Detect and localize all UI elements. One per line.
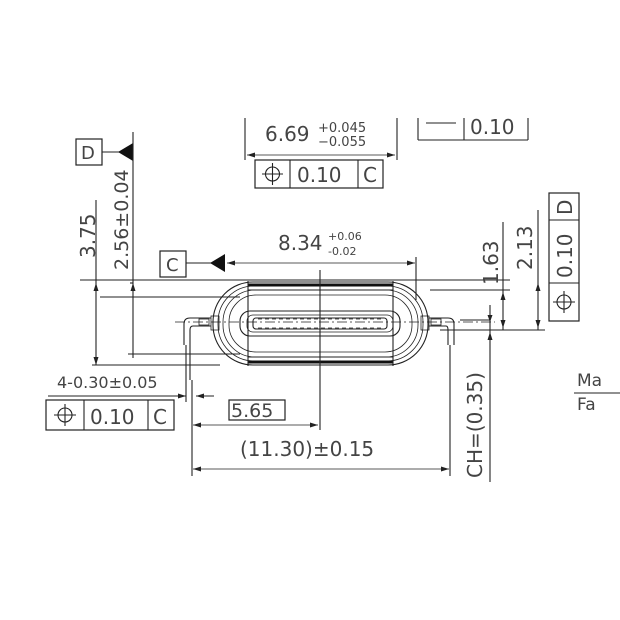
dim-6-69-lower: −0.055 [318,135,366,150]
dimension-5-65: 5.65 [193,399,318,428]
vertical-dimensions-right: 1.63 2.13 [430,210,545,331]
top-right-fcf-tolerance: 0.10 [470,115,515,139]
dim-8-34-base: 8.34 [278,231,323,255]
left-fcf-datum: C [153,405,167,429]
side-label-bottom: Fa [577,395,596,415]
position-icon [262,163,283,185]
position-icon [553,291,575,313]
dim-3-75: 3.75 [76,213,100,258]
position-icon [54,404,76,426]
vertical-dimensions-left: 3.75 2.56±0.04 [76,169,510,366]
side-labels: Ma Fa [574,371,620,415]
width-dimension-8-34: 8.34 +0.06 -0.02 [227,230,417,300]
top-right-feature-control-frame: 0.10 [417,115,529,141]
chamfer-dimension: CH=(0.35) [463,330,493,482]
right-fcf-tolerance: 0.10 [553,233,577,278]
dim-2-13: 2.13 [513,225,537,270]
pin-width-dimension: 4-0.30±0.05 [48,345,214,402]
right-fcf-datum: D [553,200,577,215]
dim-pin-width: 4-0.30±0.05 [57,373,158,392]
right-feature-control-frame: D 0.10 [548,192,580,322]
datum-c-marker: C [159,250,225,278]
datum-d-label: D [81,143,95,164]
top-feature-control-frame: 0.10 C [254,159,384,189]
left-feature-control-frame: 0.10 C [45,399,175,431]
dim-6-69-upper: +0.045 [318,121,366,136]
top-fcf-tolerance: 0.10 [297,163,342,187]
dimension-11-30: (11.30)±0.15 [191,345,451,476]
datum-c-label: C [166,255,179,276]
dim-5-65: 5.65 [231,400,273,422]
chamfer-label: CH=(0.35) [463,372,487,478]
datum-d-marker: D [75,132,134,358]
dim-8-34-lower: -0.02 [328,245,356,258]
dim-2-56: 2.56±0.04 [111,169,133,270]
dim-6-69-base: 6.69 [265,122,310,146]
dim-8-34-upper: +0.06 [328,230,362,243]
dim-1-63: 1.63 [479,240,503,285]
left-fcf-tolerance: 0.10 [90,405,135,429]
side-label-top: Ma [577,371,602,391]
top-dimension-6-69: 6.69 +0.045 −0.055 [244,118,398,160]
top-fcf-datum: C [363,163,377,187]
dim-11-30: (11.30)±0.15 [240,437,374,461]
usb-c-connector-outline [175,270,495,430]
